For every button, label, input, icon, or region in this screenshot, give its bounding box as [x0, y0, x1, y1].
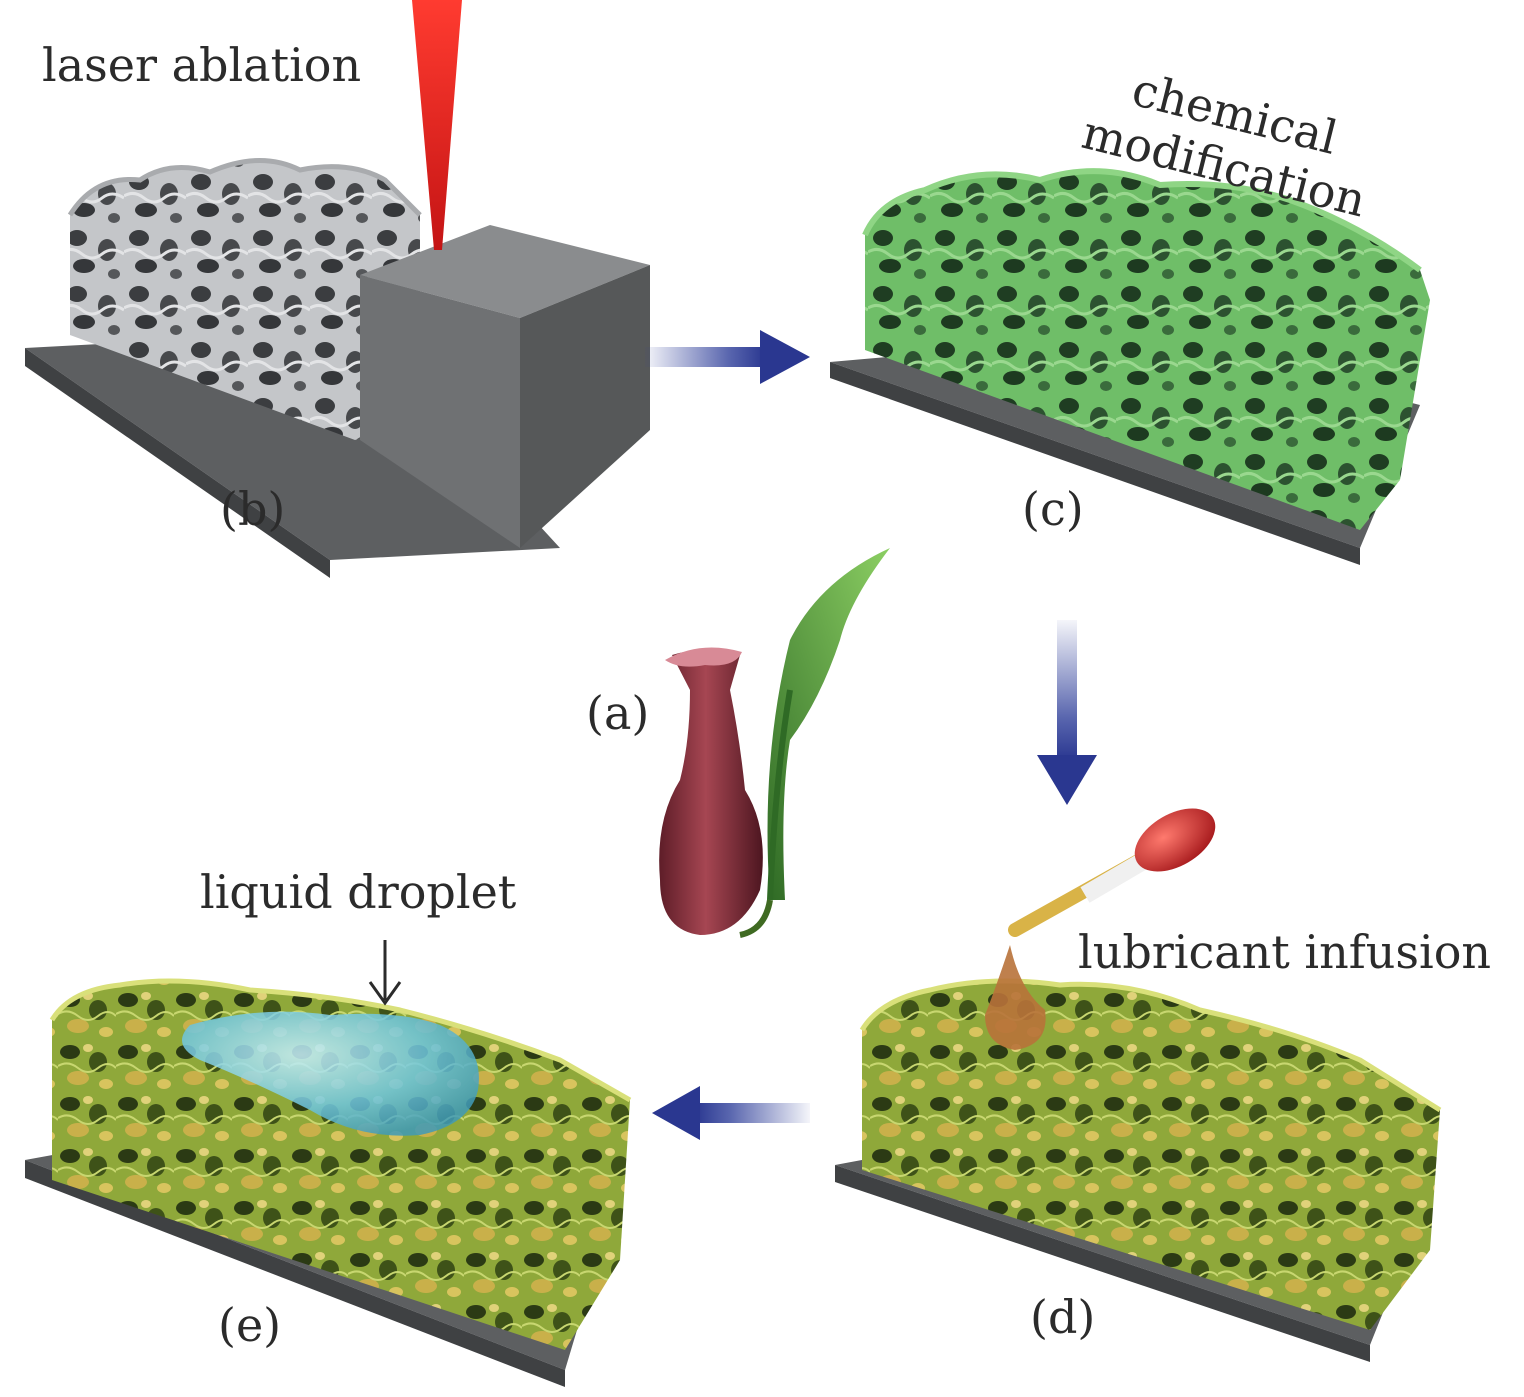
process-arrow-left [652, 1086, 810, 1140]
panel-b-ablated-block [25, 158, 650, 578]
panel-label-b: (b) [220, 482, 286, 536]
panel-d-infused-block [835, 945, 1442, 1362]
process-arrow-down [1037, 620, 1097, 805]
panel-c-modified-block [830, 168, 1430, 565]
liquid-droplet-shape [182, 1011, 479, 1136]
panel-label-a: (a) [586, 686, 650, 740]
panel-label-d: (d) [1030, 1290, 1096, 1344]
pitcher-plant-icon [659, 548, 890, 938]
laser-ablation-label: laser ablation [42, 38, 362, 92]
panel-label-e: (e) [218, 1298, 282, 1352]
process-arrow-icon [645, 330, 810, 384]
dropper-icon [1008, 808, 1216, 937]
lubricant-infusion-label: lubricant infusion [1078, 925, 1492, 979]
panel-e-slippery-block [25, 978, 632, 1387]
panel-label-c: (c) [1022, 482, 1084, 536]
droplet-pointer-arrow [368, 940, 402, 1006]
laser-beam-icon [412, 0, 462, 250]
liquid-droplet-label: liquid droplet [200, 865, 517, 919]
